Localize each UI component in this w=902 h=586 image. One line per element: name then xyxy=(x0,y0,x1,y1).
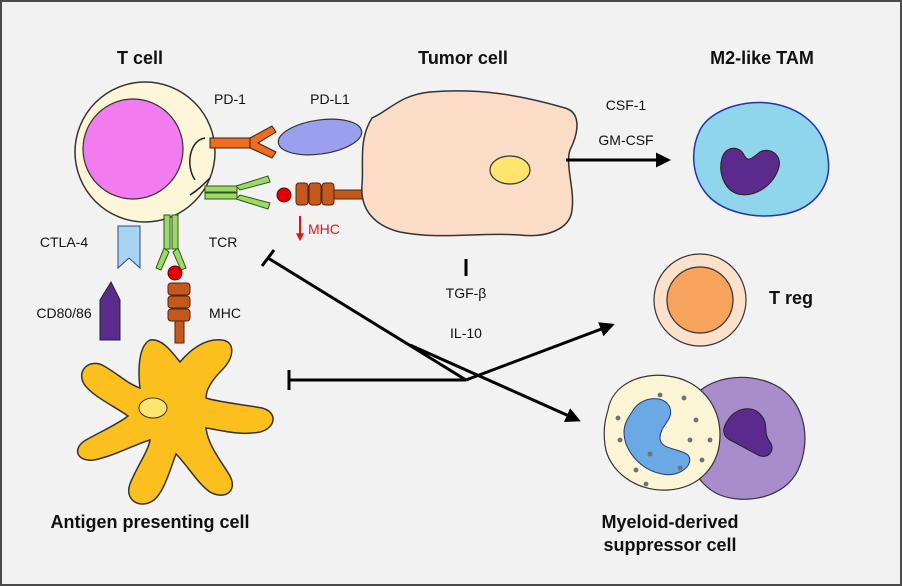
pd1-receptor xyxy=(209,125,277,159)
label-gmcsf: GM-CSF xyxy=(598,132,653,148)
mhc-apc xyxy=(167,282,191,344)
mdsc-granules xyxy=(615,392,713,487)
tumor-cell xyxy=(361,90,578,237)
label-cd80: CD80/86 xyxy=(36,305,91,321)
antigen-peptide-bottom xyxy=(167,265,183,281)
mdsc-front-cell xyxy=(603,374,721,491)
pdl1-ligand xyxy=(277,118,363,156)
title-mdsc-line2: suppressor cell xyxy=(603,535,736,555)
mhc-tumor xyxy=(295,182,365,206)
mdsc-cells xyxy=(603,374,806,500)
label-il10: IL-10 xyxy=(450,325,482,341)
label-tgfb: TGF-β xyxy=(446,285,487,301)
title-t-cell: T cell xyxy=(117,48,163,68)
inhibit-line-tcell xyxy=(267,256,467,382)
label-mhc-apc: MHC xyxy=(209,305,241,321)
label-pd1: PD-1 xyxy=(214,91,246,107)
inhibit-bar-tcell xyxy=(260,249,276,267)
mdsc-back-nucleus xyxy=(723,408,773,457)
antigen-peptide-top xyxy=(276,187,292,203)
title-tumor-cell: Tumor cell xyxy=(418,48,508,68)
arrow-to-mdsc xyxy=(409,343,581,422)
tumor-nucleus xyxy=(489,155,531,185)
tam-nucleus xyxy=(720,147,780,196)
label-pdl1: PD-L1 xyxy=(310,91,350,107)
treg-nucleus xyxy=(666,266,734,334)
label-csf1: CSF-1 xyxy=(606,97,647,113)
label-ctla4: CTLA-4 xyxy=(40,234,88,250)
cd80-ligand xyxy=(99,280,121,341)
title-treg: T reg xyxy=(769,288,813,308)
label-mhc-down: MHC xyxy=(308,221,340,237)
label-tcr: TCR xyxy=(209,234,238,250)
title-tam: M2-like TAM xyxy=(710,48,814,68)
t-cell-inner-membrane xyxy=(189,137,211,196)
suppression-network xyxy=(260,249,615,422)
arrow-to-treg xyxy=(465,322,615,382)
ctla4-receptor xyxy=(117,225,141,270)
t-cell xyxy=(74,81,216,223)
tcr-top xyxy=(204,175,271,210)
tcr-bottom xyxy=(155,214,187,271)
title-apc: Antigen presenting cell xyxy=(50,512,249,532)
t-cell-nucleus xyxy=(82,98,184,200)
apc-nucleus xyxy=(138,397,168,419)
apc-cell xyxy=(76,339,274,505)
title-mdsc-line1: Myeloid-derived xyxy=(601,512,738,532)
mdsc-front-nucleus xyxy=(623,398,691,476)
